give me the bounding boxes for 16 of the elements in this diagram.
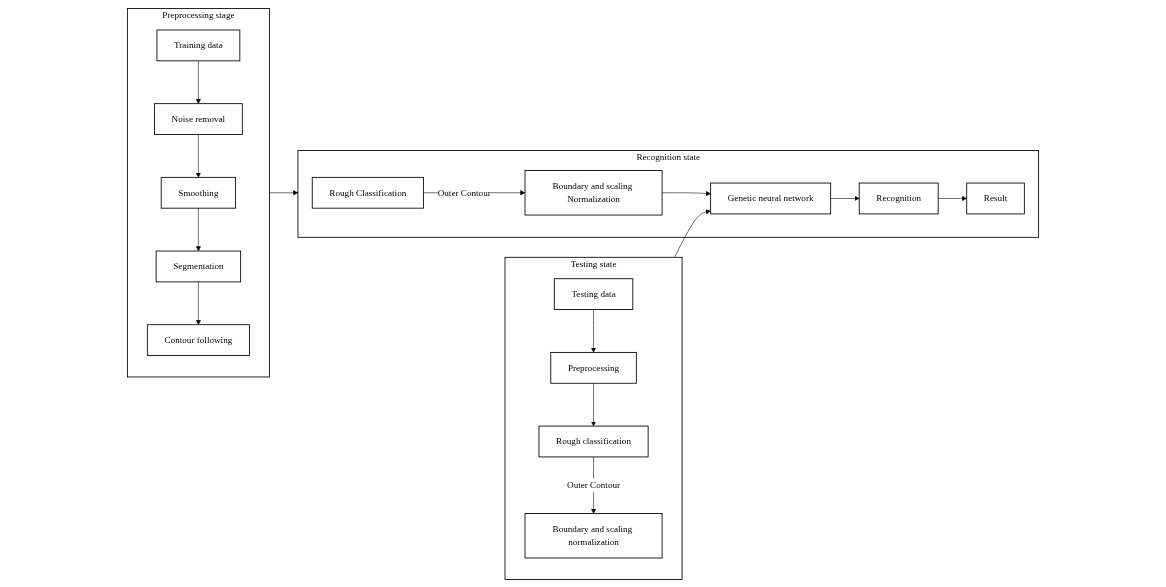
node-box: Result — [966, 182, 1025, 214]
node-box: Training data — [156, 29, 241, 61]
node-box: Boundary and scaling normalization — [524, 512, 663, 558]
node-box: Boundary and scaling Normalization — [524, 169, 663, 215]
node-box: Genetic neural network — [710, 182, 832, 214]
edge-label: Outer Contour — [437, 187, 491, 197]
node-box: Preprocessing — [550, 351, 637, 384]
node-box: Contour following — [146, 323, 250, 356]
node-box: Noise removal — [154, 102, 243, 135]
node-box: Smoothing — [160, 176, 236, 209]
edge-label: Outer Contour — [567, 479, 621, 490]
node-box: Segmentation — [155, 250, 242, 282]
node-box: Rough Classification — [311, 176, 424, 209]
node-box: Recognition — [858, 182, 939, 214]
node-box: Rough classification — [538, 425, 649, 457]
node-box: Testing data — [553, 277, 634, 310]
